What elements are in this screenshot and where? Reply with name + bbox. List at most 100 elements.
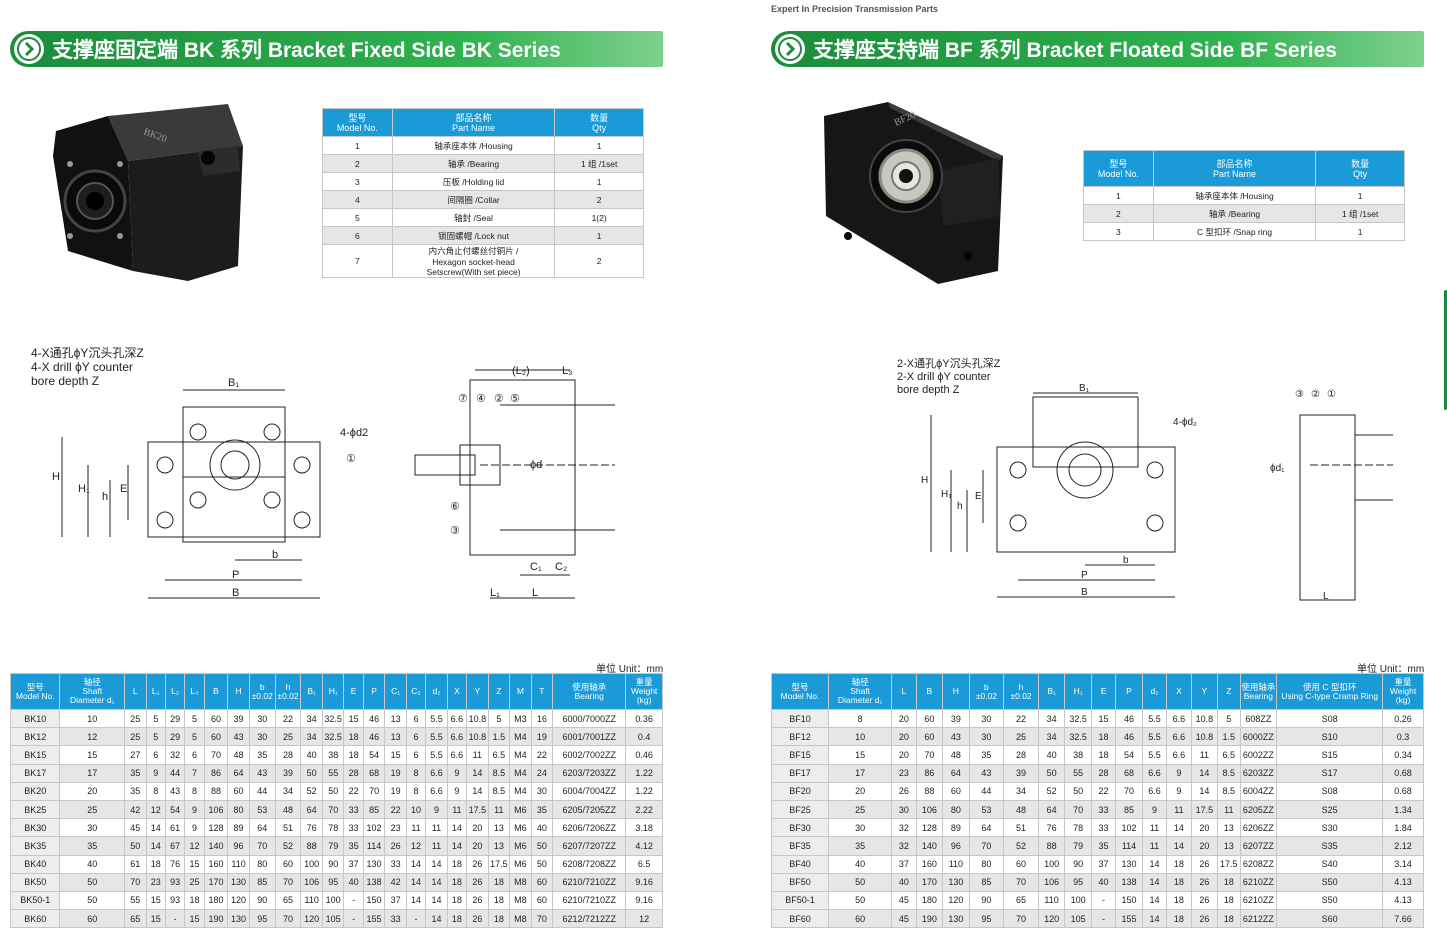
- bf-product-photo: BF20: [824, 102, 1003, 284]
- bf-spec-cell: BF17: [770, 763, 830, 783]
- bk-spec-cell: 42: [384, 872, 407, 892]
- bk-unit-label: 单位 Unit：mm: [596, 664, 664, 675]
- bf-spec-cell: 40: [1090, 872, 1117, 892]
- bk-spec-cell: 34: [274, 781, 302, 801]
- bk-parts-cell: 1 组 /1set: [554, 154, 644, 173]
- bf-spec-cell: 45: [891, 890, 917, 911]
- bk-spec-cell: 37: [384, 890, 407, 911]
- bk-spec-cell: 68: [362, 763, 386, 783]
- bf-spec-cell: 114: [1115, 836, 1143, 856]
- bf-spec-cell: 130: [942, 872, 970, 892]
- bf-spec-cell: 79: [1064, 836, 1092, 856]
- bf-spec-cell: 95: [968, 909, 1005, 929]
- bk-spec-cell: 5: [145, 727, 166, 747]
- bk-spec-cell: 90: [248, 890, 276, 911]
- bf-spec-cell: 35: [828, 836, 893, 856]
- bf-spec-cell: 70: [968, 836, 1005, 856]
- bk-spec-cell: 12: [405, 836, 427, 856]
- bf-spec-cell: 6206ZZ: [1239, 818, 1278, 838]
- bk-spec-cell: 170: [203, 872, 229, 892]
- bk-spec-cell: 0.46: [625, 745, 663, 765]
- bk-spec-cell: 5.5: [425, 745, 448, 765]
- bk-spec-cell: 9: [184, 799, 205, 820]
- bk-spec-header-cell: L₃: [184, 673, 205, 710]
- bf-spec-cell: 5: [1217, 708, 1241, 729]
- bf-callout-3: ③: [1295, 389, 1304, 400]
- bf-spec-cell: 5.5: [1141, 727, 1168, 747]
- bf-spec-cell: 45: [891, 909, 917, 929]
- bf-spec-cell: 34: [1003, 781, 1039, 801]
- bf-spec-cell: S25: [1276, 799, 1384, 820]
- bk-spec-header-cell: C₂: [405, 673, 427, 710]
- bk-spec-cell: 78: [321, 818, 345, 838]
- bf-spec-cell: 64: [968, 818, 1005, 838]
- bf-spec-cell: 39: [1003, 763, 1039, 783]
- bk-spec-cell: 150: [362, 890, 386, 911]
- bk-spec-cell: 17.5: [487, 854, 511, 874]
- bf-spec-cell: 6210ZZ: [1239, 872, 1278, 892]
- bk-spec-cell: 106: [300, 872, 323, 892]
- bk-spec-cell: 6002/7002ZZ: [552, 745, 627, 765]
- bf-spec-cell: 85: [1115, 799, 1143, 820]
- bk-spec-cell: 44: [248, 781, 276, 801]
- bk-spec-cell: 1.5: [487, 727, 511, 747]
- bf-spec-cell: 40: [828, 854, 893, 874]
- bk-spec-cell: 13: [487, 836, 511, 856]
- bf-spec-cell: 17.5: [1217, 854, 1241, 874]
- bf-spec-cell: 9: [1166, 781, 1192, 801]
- bk-dim-L3: L₃: [562, 365, 573, 377]
- bk-spec-cell: 10: [405, 799, 427, 820]
- bf-spec-cell: 88: [1037, 836, 1066, 856]
- bf-spec-cell: 160: [915, 854, 944, 874]
- bf-spec-cell: BF10: [770, 708, 830, 729]
- bf-spec-cell: 8.5: [1217, 781, 1241, 801]
- bf-spec-cell: 6.6: [1141, 781, 1168, 801]
- bk-spec-cell: 40: [59, 854, 126, 874]
- bk-spec-cell: 89: [227, 818, 250, 838]
- bk-spec-cell: 70: [274, 872, 302, 892]
- bk-spec-cell: 95: [248, 909, 276, 929]
- bf-dim-H: H: [921, 475, 928, 486]
- bf-spec-cell: 14: [1141, 909, 1168, 929]
- bk-spec-cell: 0.4: [625, 727, 663, 747]
- bf-spec-cell: 6205ZZ: [1239, 799, 1278, 820]
- bk-spec-header-cell: E: [343, 673, 364, 710]
- bf-spec-cell: 60: [942, 781, 970, 801]
- bk-spec-cell: 130: [362, 854, 386, 874]
- bf-spec-cell: 86: [915, 763, 944, 783]
- bk-spec-cell: 32.5: [321, 727, 345, 747]
- bk-spec-cell: 15: [184, 854, 205, 874]
- bk-spec-cell: 29: [164, 708, 186, 729]
- bk-spec-cell: 30: [59, 818, 126, 838]
- bk-spec-cell: -: [343, 890, 364, 911]
- bf-spec-cell: 70: [1064, 799, 1092, 820]
- bk-spec-cell: 18: [446, 909, 468, 929]
- bk-dim-d2: 4-ϕd2: [340, 427, 368, 439]
- bf-parts-cell: 1: [1315, 186, 1405, 205]
- bf-spec-cell: 190: [915, 909, 944, 929]
- bf-spec-cell: 6207ZZ: [1239, 836, 1278, 856]
- bk-spec-cell: 14: [425, 890, 448, 911]
- bk-spec-cell: 155: [362, 909, 386, 929]
- bf-spec-cell: BF60: [770, 909, 830, 929]
- bk-parts-cell: 6: [322, 226, 393, 245]
- bk-spec-cell: 9: [145, 763, 166, 783]
- bk-spec-cell: 43: [227, 727, 250, 747]
- bf-spec-cell: S50: [1276, 890, 1384, 911]
- bk-spec-cell: M8: [509, 890, 532, 911]
- bk-spec-cell: 8: [145, 781, 166, 801]
- bf-spec-cell: 68: [1115, 763, 1143, 783]
- bk-spec-cell: 18: [446, 854, 468, 874]
- bf-spec-cell: 110: [1037, 890, 1066, 911]
- bk-spec-cell: 50: [530, 836, 554, 856]
- bf-spec-cell: 80: [942, 799, 970, 820]
- bf-spec-cell: 90: [968, 890, 1005, 911]
